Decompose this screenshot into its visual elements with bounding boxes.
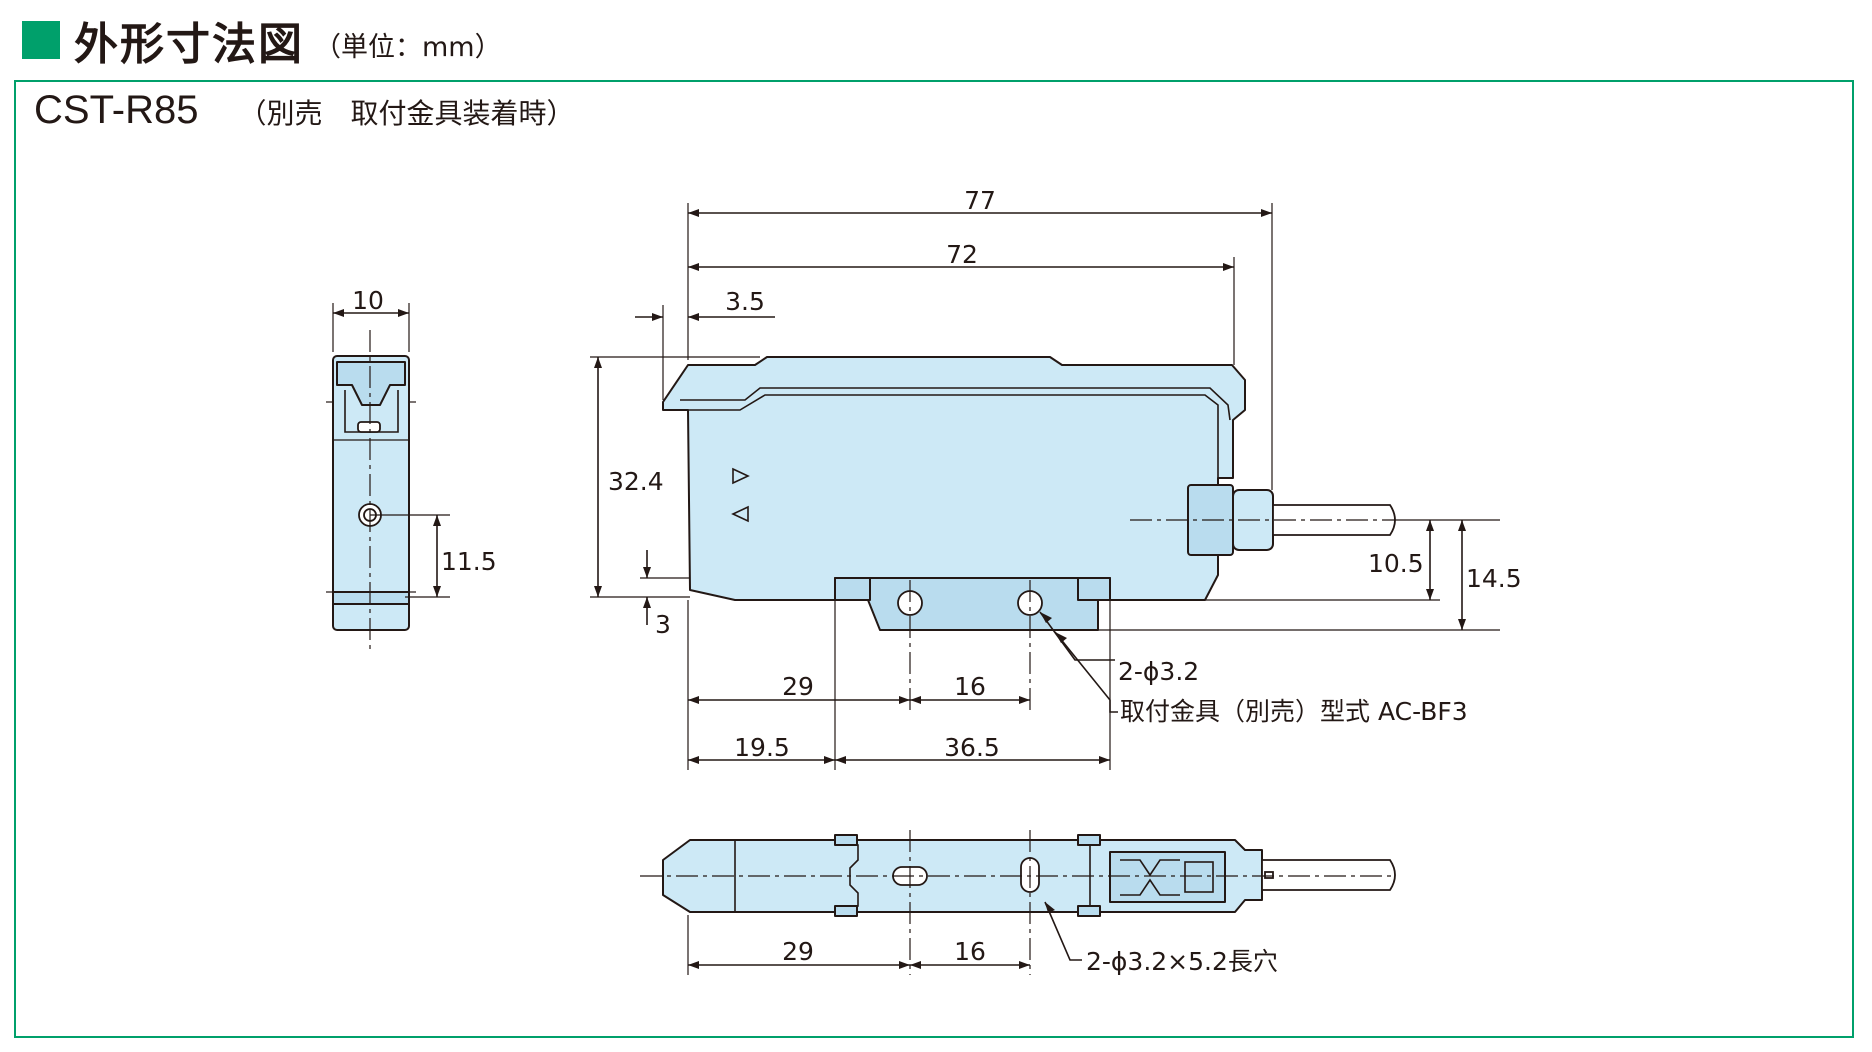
dim-hole-pos-1: 29 <box>782 672 814 701</box>
drawing-frame <box>14 80 1854 1038</box>
dim-bottom-hole-pos: 29 <box>782 937 814 966</box>
dim-bracket-length: 36.5 <box>944 733 1000 762</box>
dim-side-height: 11.5 <box>441 547 497 576</box>
dim-bracket-start: 19.5 <box>734 733 790 762</box>
dim-total-length: 77 <box>964 186 996 215</box>
note-slot-spec: 2-ϕ3.2×5.2長穴 <box>1086 947 1278 976</box>
bottom-view: 29 16 2-ϕ3.2×5.2長穴 <box>640 830 1396 976</box>
title-marker-square <box>22 21 60 59</box>
dim-bottom-hole-pitch: 16 <box>954 937 986 966</box>
dim-hole-pitch: 16 <box>954 672 986 701</box>
model-note: （別売 取付金具装着時） <box>238 97 575 130</box>
dim-bracket-height: 14.5 <box>1466 564 1522 593</box>
model-name: CST-R85 <box>34 88 199 132</box>
note-hole-spec: 2-ϕ3.2 <box>1118 657 1199 686</box>
side-view: 10 11.5 <box>326 286 497 650</box>
model-heading: CST-R85 （別売 取付金具装着時） <box>34 88 575 133</box>
note-bracket-spec: 取付金具（別売）型式 AC-BF3 <box>1120 697 1468 726</box>
dim-side-width: 10 <box>352 286 384 315</box>
dim-height: 32.4 <box>608 467 664 496</box>
dim-body-length: 72 <box>946 240 978 269</box>
dim-cable-height: 10.5 <box>1368 549 1424 578</box>
section-header: 外形寸法図 （単位：mm） <box>22 10 502 70</box>
dim-base-offset: 3 <box>655 610 671 639</box>
dim-front-offset: 3.5 <box>725 287 765 316</box>
front-view: 77 72 3.5 32.4 3 10.5 <box>590 186 1522 770</box>
unit-label: （単位：mm） <box>314 31 502 63</box>
page-title: 外形寸法図 <box>74 19 304 70</box>
